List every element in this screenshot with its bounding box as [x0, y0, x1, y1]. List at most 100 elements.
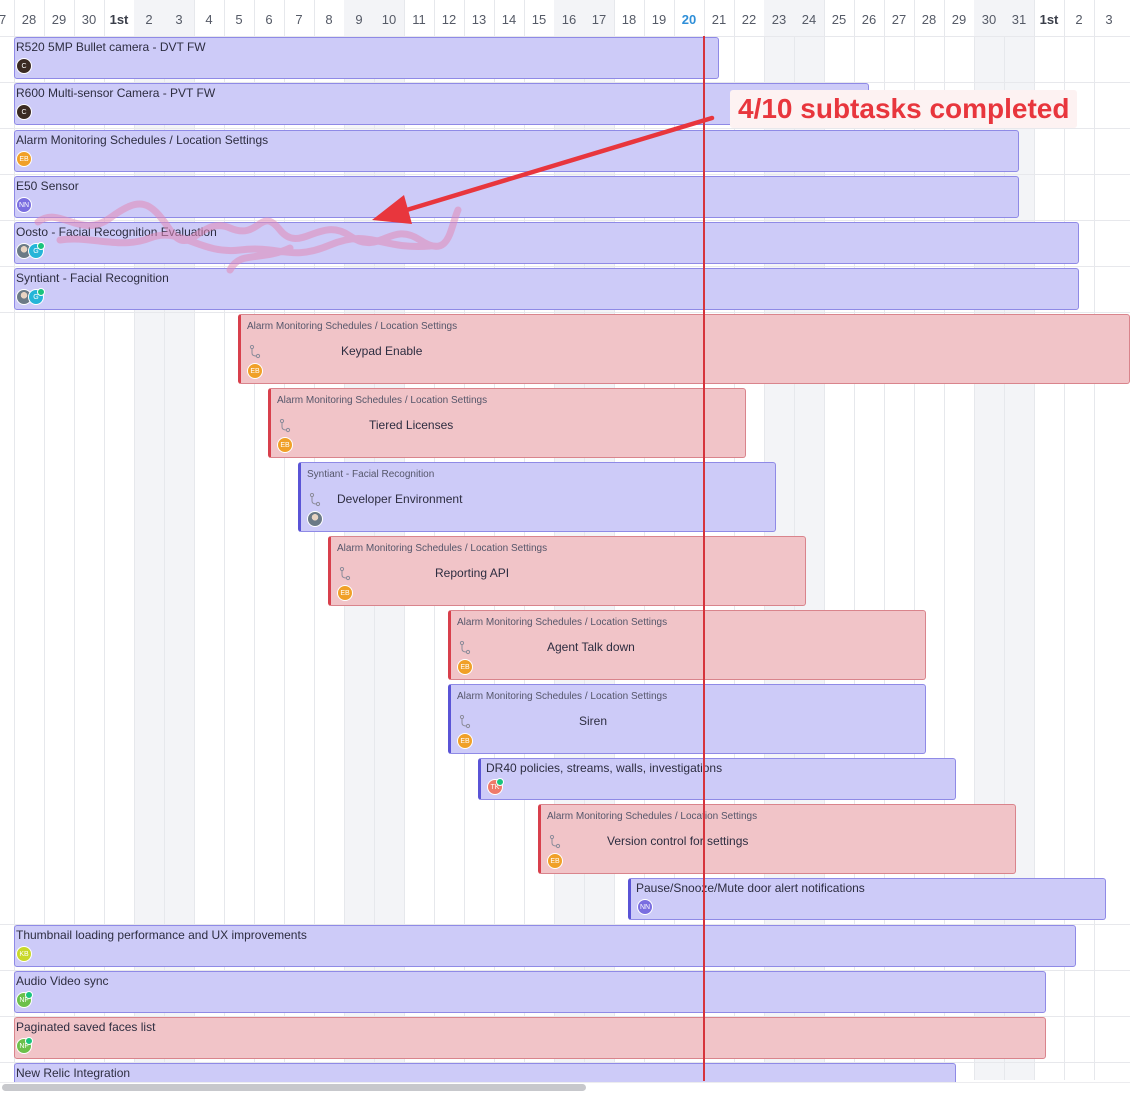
day-header-label: 29 — [51, 12, 67, 27]
assignee-avatar[interactable]: NF — [16, 1037, 33, 1054]
avatar-initials: NN — [18, 202, 30, 209]
day-column — [74, 0, 104, 1080]
row-divider — [0, 924, 1130, 925]
day-header-label: 10 — [374, 0, 404, 36]
day-header-label: 15 — [531, 12, 547, 27]
task-bar[interactable]: Alarm Monitoring Schedules / Location Se… — [14, 130, 1019, 172]
subtask-branch-icon — [459, 715, 471, 729]
row-divider — [0, 312, 1130, 313]
day-header-label: 29 — [951, 12, 967, 27]
assignee-avatar[interactable]: G — [28, 288, 45, 305]
day-header-label: 8 — [325, 12, 333, 27]
day-header-label: 12 — [441, 12, 457, 27]
avatar-initials: NF — [19, 1043, 29, 1050]
subtask-title: Pause/Snooze/Mute door alert notificatio… — [636, 881, 865, 895]
day-column — [44, 0, 74, 1080]
online-status-dot — [37, 242, 45, 250]
day-column — [0, 0, 14, 1080]
day-header-label: 25 — [831, 12, 847, 27]
subtask-parent-label: Alarm Monitoring Schedules / Location Se… — [277, 395, 488, 406]
task-title: Oosto - Facial Recognition Evaluation — [16, 225, 217, 239]
day-header-label: 9 — [344, 0, 374, 36]
assignee-avatar[interactable]: EB — [337, 585, 353, 601]
day-header-label: 30 — [974, 0, 1004, 36]
subtask-bar[interactable]: Alarm Monitoring Schedules / Location Se… — [448, 610, 926, 680]
avatar-initials: NN — [639, 904, 651, 911]
avatar-initials: EB — [460, 738, 470, 745]
task-title: New Relic Integration — [16, 1066, 131, 1080]
assignee-avatar[interactable]: C — [16, 104, 32, 120]
subtask-parent-label: Alarm Monitoring Schedules / Location Se… — [247, 321, 458, 332]
day-column — [1094, 0, 1124, 1080]
assignee-avatar[interactable]: NN — [16, 197, 32, 213]
row-divider — [0, 266, 1130, 267]
subtask-title: Developer Environment — [337, 492, 463, 506]
day-column — [194, 0, 224, 1080]
subtask-parent-label: Alarm Monitoring Schedules / Location Se… — [457, 691, 668, 702]
day-column — [884, 0, 914, 1080]
row-divider — [0, 174, 1130, 175]
assignee-avatar[interactable]: EB — [457, 733, 473, 749]
day-column — [104, 0, 134, 1080]
avatar-initials: EB — [250, 368, 260, 375]
assignee-avatar[interactable]: EB — [457, 659, 473, 675]
subtask-bar[interactable]: Alarm Monitoring Schedules / Location Se… — [448, 684, 926, 754]
assignee-avatar[interactable]: NF — [16, 991, 33, 1008]
subtask-bar[interactable]: Alarm Monitoring Schedules / Location Se… — [328, 536, 806, 606]
day-header-label: 30 — [81, 12, 97, 27]
assignee-avatar[interactable]: TK — [487, 778, 504, 795]
assignee-avatar[interactable]: EB — [547, 853, 563, 869]
day-header-label: 1st — [109, 12, 129, 27]
task-bar[interactable]: Thumbnail loading performance and UX imp… — [14, 925, 1076, 967]
day-header-label: 11 — [412, 12, 426, 27]
day-header-label: 6 — [265, 12, 273, 27]
subtask-title: DR40 policies, streams, walls, investiga… — [486, 761, 723, 775]
day-header-label: 4 — [205, 12, 213, 27]
day-header-label: 3 — [164, 0, 194, 36]
assignee-avatar[interactable] — [307, 511, 323, 527]
assignee-avatar[interactable]: C — [16, 58, 32, 74]
assignee-avatar[interactable]: EB — [16, 151, 32, 167]
avatar-initials: KB — [19, 951, 29, 958]
avatar-initials: TK — [490, 784, 500, 791]
subtask-branch-icon — [549, 835, 561, 849]
day-column — [914, 0, 944, 1080]
day-column — [1034, 0, 1064, 1080]
day-header-label: 14 — [501, 12, 517, 27]
day-column — [944, 0, 974, 1080]
day-header-label: 16 — [554, 0, 584, 36]
assignee-avatar[interactable]: EB — [277, 437, 293, 453]
subtask-bar[interactable]: Alarm Monitoring Schedules / Location Se… — [268, 388, 746, 458]
day-header-label: 27 — [891, 12, 907, 27]
assignee-avatar[interactable]: KB — [16, 946, 32, 962]
row-divider — [0, 970, 1130, 971]
subtask-parent-label: Syntiant - Facial Recognition — [307, 469, 435, 480]
horizontal-scrollbar-thumb[interactable] — [2, 1084, 586, 1091]
subtask-bar[interactable]: Pause/Snooze/Mute door alert notificatio… — [628, 878, 1106, 920]
day-header-label: 7 — [295, 12, 303, 27]
subtask-branch-icon — [249, 345, 261, 359]
subtask-bar[interactable]: DR40 policies, streams, walls, investiga… — [478, 758, 956, 800]
subtask-bar[interactable]: Alarm Monitoring Schedules / Location Se… — [238, 314, 1130, 384]
assignee-avatar[interactable]: G — [28, 242, 45, 259]
online-status-dot — [25, 991, 33, 999]
subtask-bar[interactable]: Alarm Monitoring Schedules / Location Se… — [538, 804, 1016, 874]
row-divider — [0, 1016, 1130, 1017]
day-header-label: 28 — [921, 12, 937, 27]
subtask-title: Tiered Licenses — [369, 418, 454, 432]
day-header-label: 19 — [651, 12, 667, 27]
assignee-avatar[interactable]: EB — [247, 363, 263, 379]
day-header-label: 22 — [741, 12, 757, 27]
day-header-label: 28 — [21, 12, 37, 27]
subtask-branch-icon — [459, 641, 471, 655]
subtask-title: Siren — [579, 714, 608, 728]
assignee-avatar[interactable]: NN — [637, 899, 653, 915]
